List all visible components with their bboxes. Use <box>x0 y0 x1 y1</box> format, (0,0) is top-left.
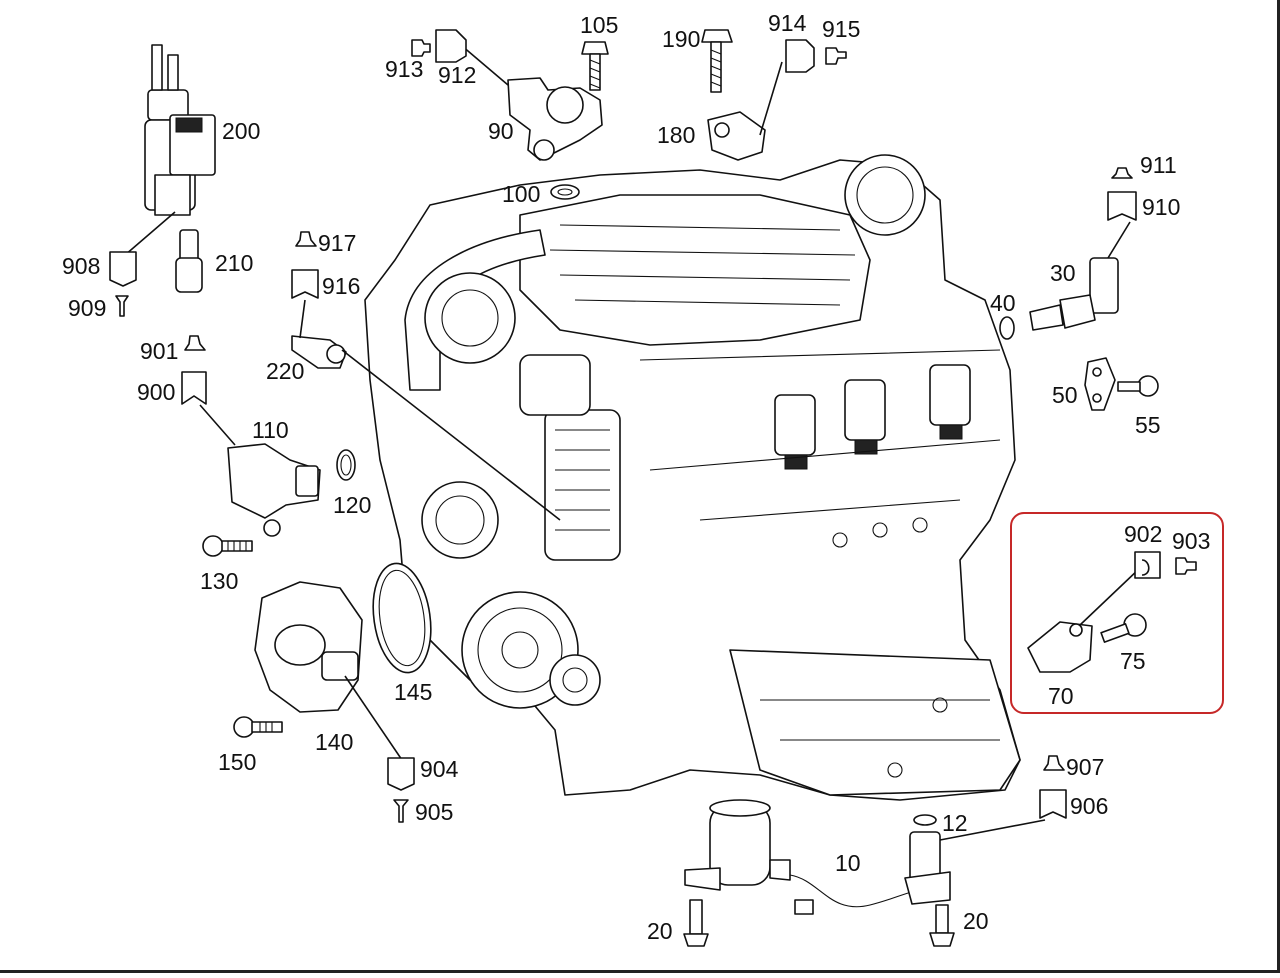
part-140-cover <box>254 581 403 761</box>
label-913: 913 <box>385 56 424 82</box>
part-100-seal <box>550 184 580 200</box>
label-10: 10 <box>835 850 861 876</box>
label-30: 30 <box>1050 260 1076 286</box>
part-70-sensor <box>1027 567 1141 673</box>
label-900: 900 <box>137 379 176 405</box>
highlight-box <box>1010 512 1224 714</box>
label-917: 917 <box>318 230 357 256</box>
part-10-pump <box>684 799 919 915</box>
label-40: 40 <box>990 290 1016 316</box>
part-130-bolt <box>202 535 253 557</box>
part-50-bracket <box>1084 357 1116 411</box>
label-190: 190 <box>662 26 701 52</box>
part-30-sensor <box>1029 221 1131 331</box>
label-912: 912 <box>438 62 477 88</box>
label-55: 55 <box>1135 412 1161 438</box>
label-120: 120 <box>333 492 372 518</box>
label-906: 906 <box>1070 793 1109 819</box>
part-55-bolt <box>1117 375 1159 397</box>
label-70: 70 <box>1048 683 1074 709</box>
connector-904-905 <box>387 757 415 823</box>
part-110-sensor <box>199 404 321 537</box>
label-914: 914 <box>768 10 807 36</box>
connector-900-901 <box>181 335 207 405</box>
connector-916-917 <box>291 231 319 299</box>
label-90: 90 <box>488 118 514 144</box>
connector-908-909 <box>109 251 137 317</box>
label-916: 916 <box>322 273 361 299</box>
connector-914-915 <box>785 39 847 73</box>
label-915: 915 <box>822 16 861 42</box>
connector-906-907 <box>1039 755 1067 819</box>
label-902: 902 <box>1124 521 1163 547</box>
label-905: 905 <box>415 799 454 825</box>
part-150-bolt <box>233 716 283 738</box>
label-145: 145 <box>394 679 433 705</box>
part-40-seal <box>999 316 1015 340</box>
part-12-sensor <box>904 814 1046 905</box>
part-120-seal <box>336 449 356 481</box>
part-75-bolt <box>1100 613 1147 643</box>
part-210-sleeve <box>175 229 203 293</box>
label-130: 130 <box>200 568 239 594</box>
label-200: 200 <box>222 118 261 144</box>
part-220-sensor <box>291 299 561 521</box>
connector-910-911 <box>1107 167 1137 221</box>
label-180: 180 <box>657 122 696 148</box>
label-20-left: 20 <box>647 918 673 944</box>
connector-902-903 <box>1134 551 1197 579</box>
label-105: 105 <box>580 12 619 38</box>
label-12: 12 <box>942 810 968 836</box>
part-145-gasket <box>372 562 432 674</box>
label-20-right: 20 <box>963 908 989 934</box>
label-150: 150 <box>218 749 257 775</box>
label-907: 907 <box>1066 754 1105 780</box>
label-909: 909 <box>68 295 107 321</box>
part-190-bolt <box>701 29 733 93</box>
label-50: 50 <box>1052 382 1078 408</box>
part-200-valve <box>124 44 216 256</box>
connector-912-913 <box>411 29 467 63</box>
part-20-bolt-right <box>929 904 955 947</box>
label-908: 908 <box>62 253 101 279</box>
engine-block <box>364 154 1021 801</box>
label-110: 110 <box>252 417 289 443</box>
part-180-bracket <box>707 61 783 161</box>
label-100: 100 <box>502 181 541 207</box>
label-140: 140 <box>315 729 354 755</box>
label-901: 901 <box>140 338 179 364</box>
label-904: 904 <box>420 756 459 782</box>
label-220: 220 <box>266 358 305 384</box>
label-903: 903 <box>1172 528 1211 554</box>
frame-right-edge <box>1277 0 1280 973</box>
part-90-sensor <box>454 39 603 161</box>
label-75: 75 <box>1120 648 1146 674</box>
frame-bottom-edge <box>0 970 1280 973</box>
label-911: 911 <box>1140 152 1177 178</box>
label-210: 210 <box>215 250 254 276</box>
part-20-bolt-left <box>683 899 709 947</box>
part-105-bolt <box>581 41 609 91</box>
label-910: 910 <box>1142 194 1181 220</box>
